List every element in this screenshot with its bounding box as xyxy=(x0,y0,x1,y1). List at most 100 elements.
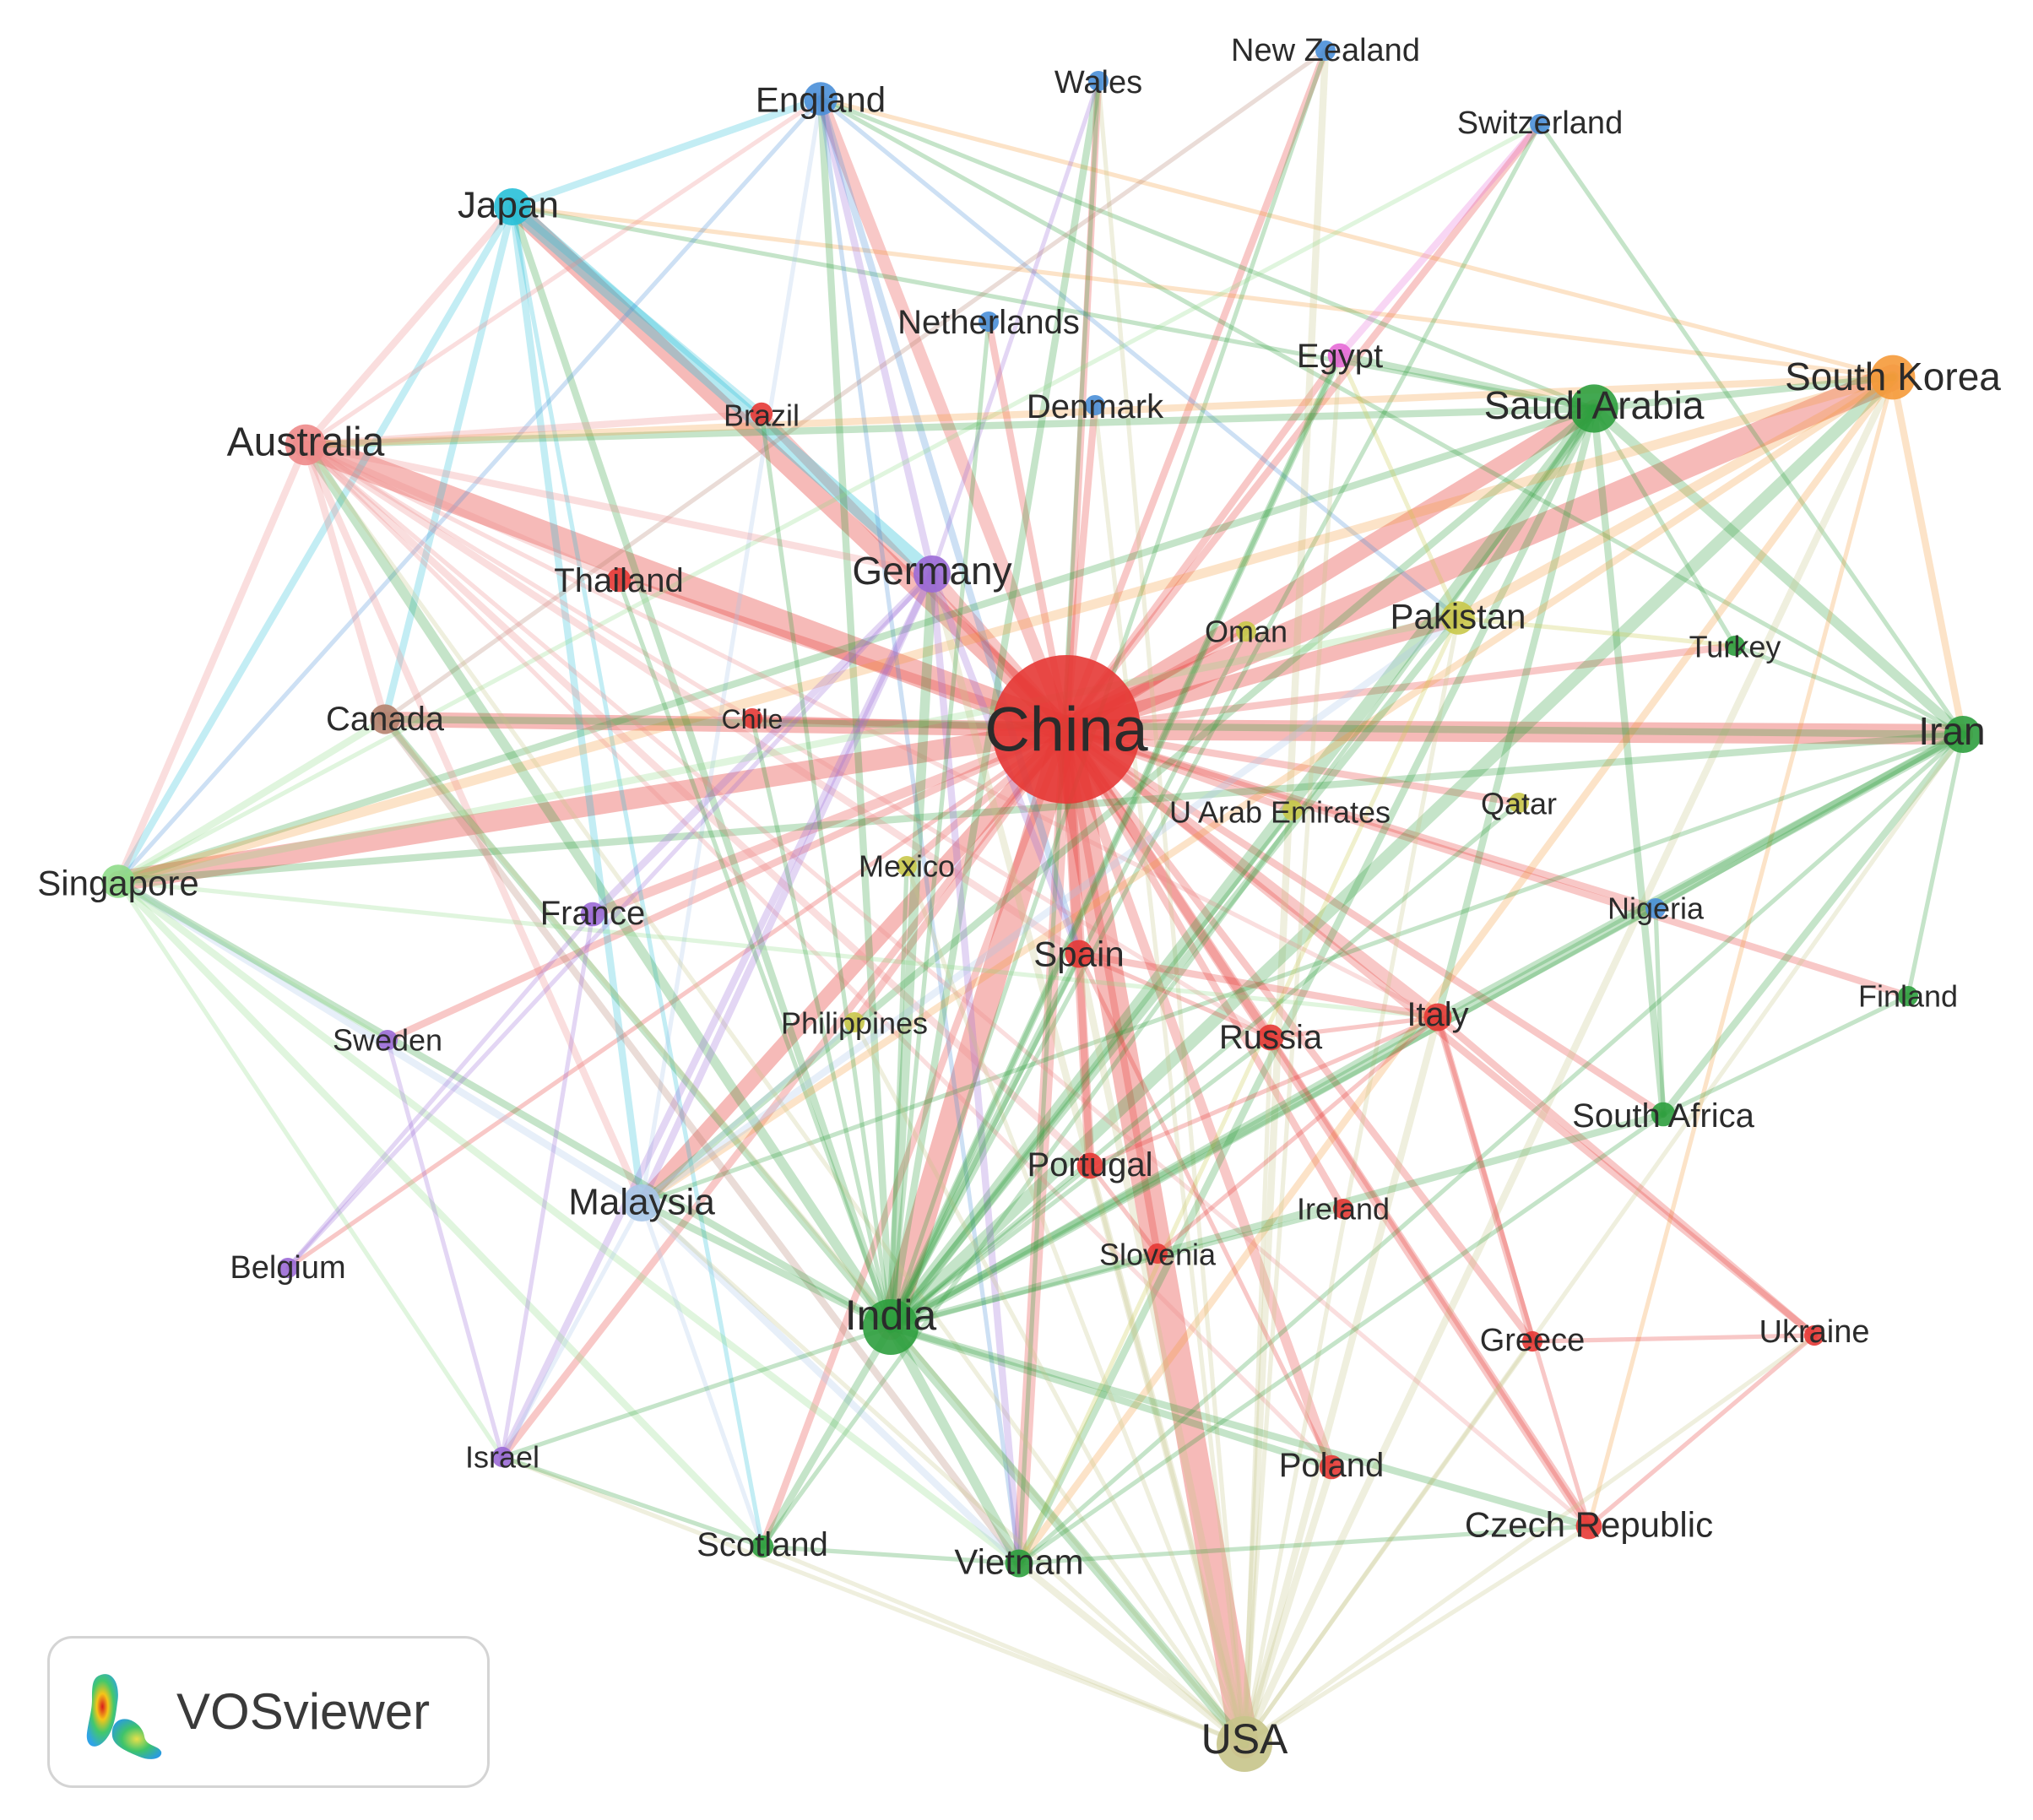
node-label-Philippines: Philippines xyxy=(781,1006,928,1041)
node-SouthKorea[interactable] xyxy=(1870,355,1916,400)
node-SouthAfrica[interactable] xyxy=(1651,1102,1676,1127)
link-SaudiArabia-Egypt xyxy=(1336,351,1598,413)
vosviewer-logo-text: VOSviewer xyxy=(176,1683,431,1740)
node-Nigeria[interactable] xyxy=(1645,898,1666,918)
node-Netherlands[interactable] xyxy=(979,311,999,332)
link-Australia-CzechRepublic xyxy=(303,442,1591,1529)
node-Denmark[interactable] xyxy=(1085,395,1105,415)
link-Australia-Canada xyxy=(301,441,389,723)
link-Ukraine-Greece xyxy=(1530,1333,1817,1344)
node-Turkey[interactable] xyxy=(1725,636,1745,656)
vosviewer-logo: VOSviewer xyxy=(47,1636,490,1788)
node-England[interactable] xyxy=(804,82,838,116)
link-Russia-CzechRepublic xyxy=(1268,1035,1591,1529)
link-China-Israel xyxy=(498,725,1071,1461)
link-Iran-SouthAfrica xyxy=(1659,730,1967,1119)
node-China[interactable] xyxy=(992,655,1141,804)
node-Slovenia[interactable] xyxy=(1147,1243,1168,1264)
node-Malaysia[interactable] xyxy=(623,1184,660,1221)
link-Brazil-India xyxy=(759,411,893,1330)
link-SaudiArabia-SouthAfrica xyxy=(1590,404,1667,1119)
node-NewZealand[interactable] xyxy=(1315,41,1336,61)
link-China-Thailand xyxy=(614,575,1071,734)
link-Vietnam-SouthAfrica xyxy=(1016,1112,1666,1566)
node-Vietnam[interactable] xyxy=(1005,1549,1033,1578)
link-SaudiArabia-Italy xyxy=(1434,404,1598,1021)
node-Chile[interactable] xyxy=(742,708,762,729)
node-label-Ukraine: Ukraine xyxy=(1759,1314,1870,1350)
node-Pakistan[interactable] xyxy=(1441,601,1475,635)
link-Japan-Germany xyxy=(505,199,940,582)
node-Brazil[interactable] xyxy=(750,402,773,425)
node-Oman[interactable] xyxy=(1236,621,1256,642)
link-USA-Egypt xyxy=(1242,353,1342,1747)
node-SaudiArabia[interactable] xyxy=(1569,384,1618,433)
node-label-Germany: Germany xyxy=(852,549,1011,593)
node-label-Russia: Russia xyxy=(1219,1019,1323,1056)
link-Germany-Israel xyxy=(498,570,936,1461)
link-China-Poland xyxy=(1061,724,1336,1472)
node-Egypt[interactable] xyxy=(1327,343,1353,368)
node-Portugal[interactable] xyxy=(1076,1152,1103,1179)
link-Canada-Vietnam xyxy=(381,715,1023,1568)
node-Iran[interactable] xyxy=(1944,716,1981,753)
node-label-Qatar: Qatar xyxy=(1481,787,1557,821)
node-India[interactable] xyxy=(863,1299,919,1355)
node-label-China: China xyxy=(984,695,1148,765)
node-Scotland[interactable] xyxy=(751,1535,774,1558)
node-USA[interactable] xyxy=(1217,1716,1272,1772)
link-Japan-SouthKorea xyxy=(510,204,1895,380)
link-Portugal-USA xyxy=(1087,1163,1247,1747)
link-Singapore-India xyxy=(114,877,895,1331)
node-Sweden[interactable] xyxy=(377,1030,398,1050)
node-Wales[interactable] xyxy=(1088,71,1109,91)
link-USA-Mexico xyxy=(904,864,1247,1747)
node-Ireland[interactable] xyxy=(1333,1199,1353,1219)
link-SaudiArabia-Singapore xyxy=(114,404,1598,886)
node-Philippines[interactable] xyxy=(844,1012,865,1032)
node-Japan[interactable] xyxy=(494,188,531,225)
node-Russia[interactable] xyxy=(1257,1024,1284,1051)
link-England-Iran xyxy=(818,96,1965,737)
link-Israel-Sweden xyxy=(385,1037,505,1460)
node-Ukraine[interactable] xyxy=(1803,1324,1825,1346)
node-label-USA: USA xyxy=(1201,1715,1288,1763)
node-Germany[interactable] xyxy=(913,555,951,593)
node-France[interactable] xyxy=(580,902,605,927)
node-Canada[interactable] xyxy=(370,704,400,734)
link-Iran-Vietnam xyxy=(1016,732,1965,1566)
link-SouthKorea-Pakistan xyxy=(1453,372,1898,623)
link-Italy-Ukraine xyxy=(1434,1013,1819,1340)
node-Belgium[interactable] xyxy=(278,1258,298,1278)
link-India-Egypt xyxy=(886,351,1344,1331)
node-Greece[interactable] xyxy=(1521,1330,1543,1352)
node-Australia[interactable] xyxy=(285,424,327,466)
link-China-Australia xyxy=(292,431,1080,743)
link-Malaysia-Pakistan xyxy=(637,614,1462,1207)
link-Iran-Finland xyxy=(1906,732,1965,999)
node-Qatar[interactable] xyxy=(1509,793,1529,813)
node-CzechRepublic[interactable] xyxy=(1575,1513,1602,1540)
node-label-NewZealand: New Zealand xyxy=(1231,33,1420,68)
node-Italy[interactable] xyxy=(1423,1003,1452,1032)
node-Finland[interactable] xyxy=(1898,986,1918,1006)
node-Israel[interactable] xyxy=(491,1446,513,1468)
node-Spain[interactable] xyxy=(1065,940,1093,968)
node-Switzerland[interactable] xyxy=(1530,114,1550,134)
link-CzechRepublic-USA xyxy=(1242,1524,1591,1747)
node-Poland[interactable] xyxy=(1319,1454,1344,1480)
link-SaudiArabia-Australia xyxy=(301,404,1598,449)
node-label-UAE: U Arab Emirates xyxy=(1169,795,1391,830)
link-England-India xyxy=(816,95,895,1331)
link-Switzerland-India xyxy=(888,122,1542,1330)
node-label-Israel: Israel xyxy=(465,1440,539,1475)
link-China-Sweden xyxy=(383,725,1071,1044)
node-UAE[interactable] xyxy=(1282,800,1303,821)
node-label-Canada: Canada xyxy=(326,701,445,738)
node-label-Malaysia: Malaysia xyxy=(568,1182,715,1223)
node-Mexico[interactable] xyxy=(897,856,917,876)
link-Pakistan-India xyxy=(886,614,1462,1331)
node-Thailand[interactable] xyxy=(606,567,632,593)
node-Singapore[interactable] xyxy=(101,864,135,898)
